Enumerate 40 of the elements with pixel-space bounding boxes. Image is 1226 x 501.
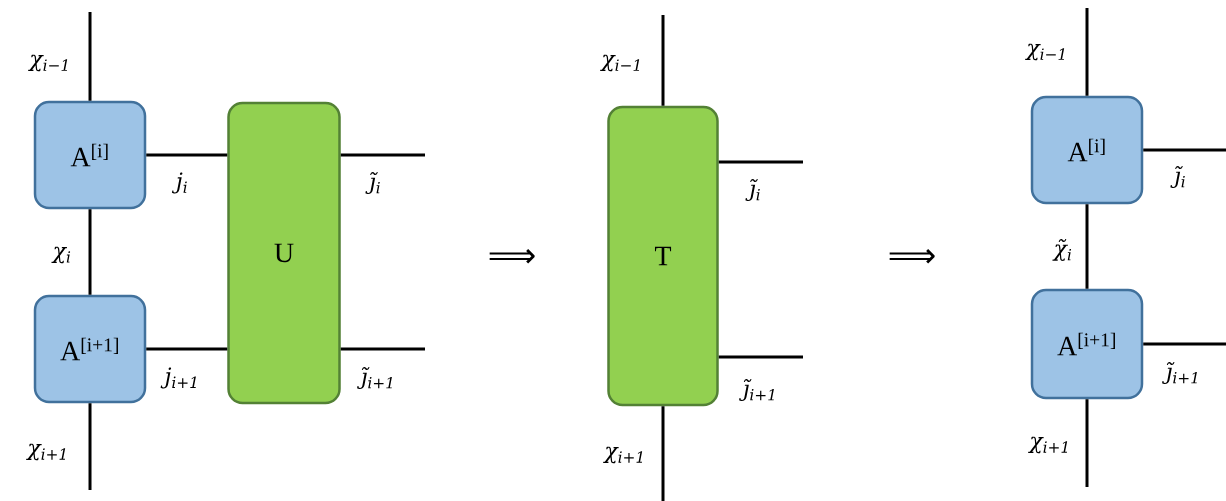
implies-symbol: ⟹ [889,249,935,264]
tensor-leg [718,160,803,164]
index-label: χ$_{i−1}$ [28,53,72,73]
index-label: χ$_{i+1}$ [26,442,70,462]
index-label: ȷ̃$_{i+1}$ [1162,361,1202,385]
tensor-box: A$^{[i]}$ [33,100,147,210]
index-label: j$_{i+1}$ [160,366,201,390]
index-label: χ$_{i−1}$ [600,53,644,73]
tensor-leg [146,347,228,351]
tensor-box: A$^{[i+1]}$ [1030,288,1144,400]
tensor-leg [88,209,92,295]
index-label: χ$_{i+1}$ [603,445,647,465]
tensor-box: A$^{[i+1]}$ [33,294,147,404]
index-label: χ̃$_{i}$ [1052,238,1074,262]
tensor-leg [661,406,665,501]
tensor-leg [340,153,425,157]
index-label: χ$_{i+1}$ [1028,435,1072,455]
index-label: ȷ̃$_{i+1}$ [357,366,397,390]
tensor-leg [1085,204,1089,289]
index-label: ȷ̃$_{i}$ [365,171,383,195]
tensor-leg [88,403,92,490]
index-label: ȷ̃$_{i}$ [1170,165,1188,189]
tensor-leg [718,355,803,359]
tensor-leg [340,347,425,351]
implies-symbol: ⟹ [489,249,535,264]
index-label: ȷ̃$_{i}$ [745,178,763,202]
tensor-leg [1085,8,1089,96]
index-label: χ$_{i−1}$ [1025,42,1069,62]
tensor-leg [661,15,665,106]
index-label: j$_{i}$ [171,171,190,195]
tensor-leg [146,153,228,157]
tensor-leg [1143,148,1226,152]
tensor-leg [1085,399,1089,487]
tensor-box: T [607,105,719,407]
index-label: ȷ̃$_{i+1}$ [739,378,779,402]
tensor-box: U [227,101,341,405]
tensor-leg [88,12,92,101]
index-label: χ$_{i}$ [51,245,73,265]
tensor-box: A$^{[i]}$ [1030,95,1144,205]
tensor-leg [1143,342,1226,346]
